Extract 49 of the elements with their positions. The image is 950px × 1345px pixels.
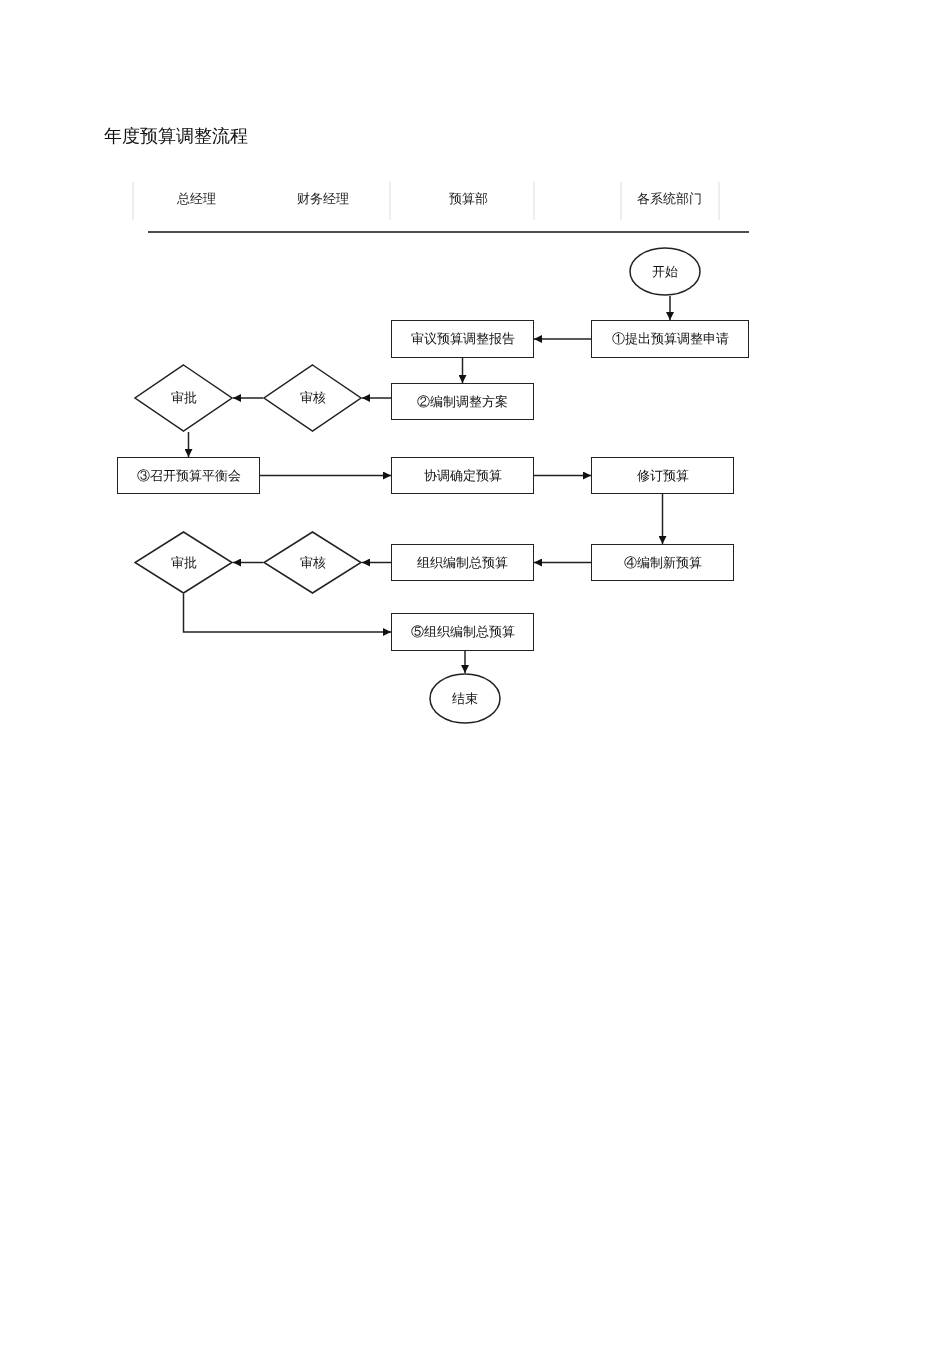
arrow [533,558,592,567]
arrow [182,593,392,636]
diagram-title: 年度预算调整流程 [104,125,248,148]
process-box [391,320,534,358]
decision-diamond [134,364,233,432]
process-box [591,320,749,358]
node-label: ③召开预算平衡会 [136,466,241,485]
decision-diamond [263,364,362,432]
node-label: ①提出预算调整申请 [611,330,729,348]
arrow [259,471,392,480]
lane-header: 财务经理 [297,190,349,208]
node-label: 组织编制总预算 [417,553,508,572]
node-label: 开始 [652,262,678,281]
arrow [533,335,592,343]
process-box [591,544,734,581]
arrow [666,295,674,321]
node-label: ②编制调整方案 [417,392,508,411]
process-box [391,457,534,494]
arrow [361,558,392,567]
arrow [232,394,264,402]
process-box [391,383,534,420]
node-label: 结束 [452,689,478,708]
arrow [458,357,467,384]
decision-diamond [134,531,233,594]
node-label: 审核 [299,389,326,407]
node-label: 修订预算 [636,466,689,485]
node-label: ④编制新预算 [623,553,702,572]
node-label: ⑤组织编制总预算 [410,623,515,641]
lane-header: 总经理 [176,190,216,208]
lane-header: 预算部 [448,190,488,208]
process-box [391,613,534,651]
arrow [232,558,264,567]
decision-diamond [263,531,362,594]
arrow [658,493,667,545]
arrow [184,431,193,458]
process-box [117,457,260,494]
lane-header: 各系统部门 [636,190,702,208]
process-box [591,457,734,494]
arrow [461,650,469,674]
process-box [391,544,534,581]
arrow [361,394,392,402]
arrow [533,471,592,480]
node-label: 审议预算调整报告 [410,330,515,348]
terminal-ellipse [429,673,501,724]
terminal-ellipse [629,247,701,296]
node-label: 审核 [299,553,326,572]
node-label: 协调确定预算 [423,466,502,485]
node-label: 审批 [170,553,197,572]
node-label: 审批 [170,389,197,407]
